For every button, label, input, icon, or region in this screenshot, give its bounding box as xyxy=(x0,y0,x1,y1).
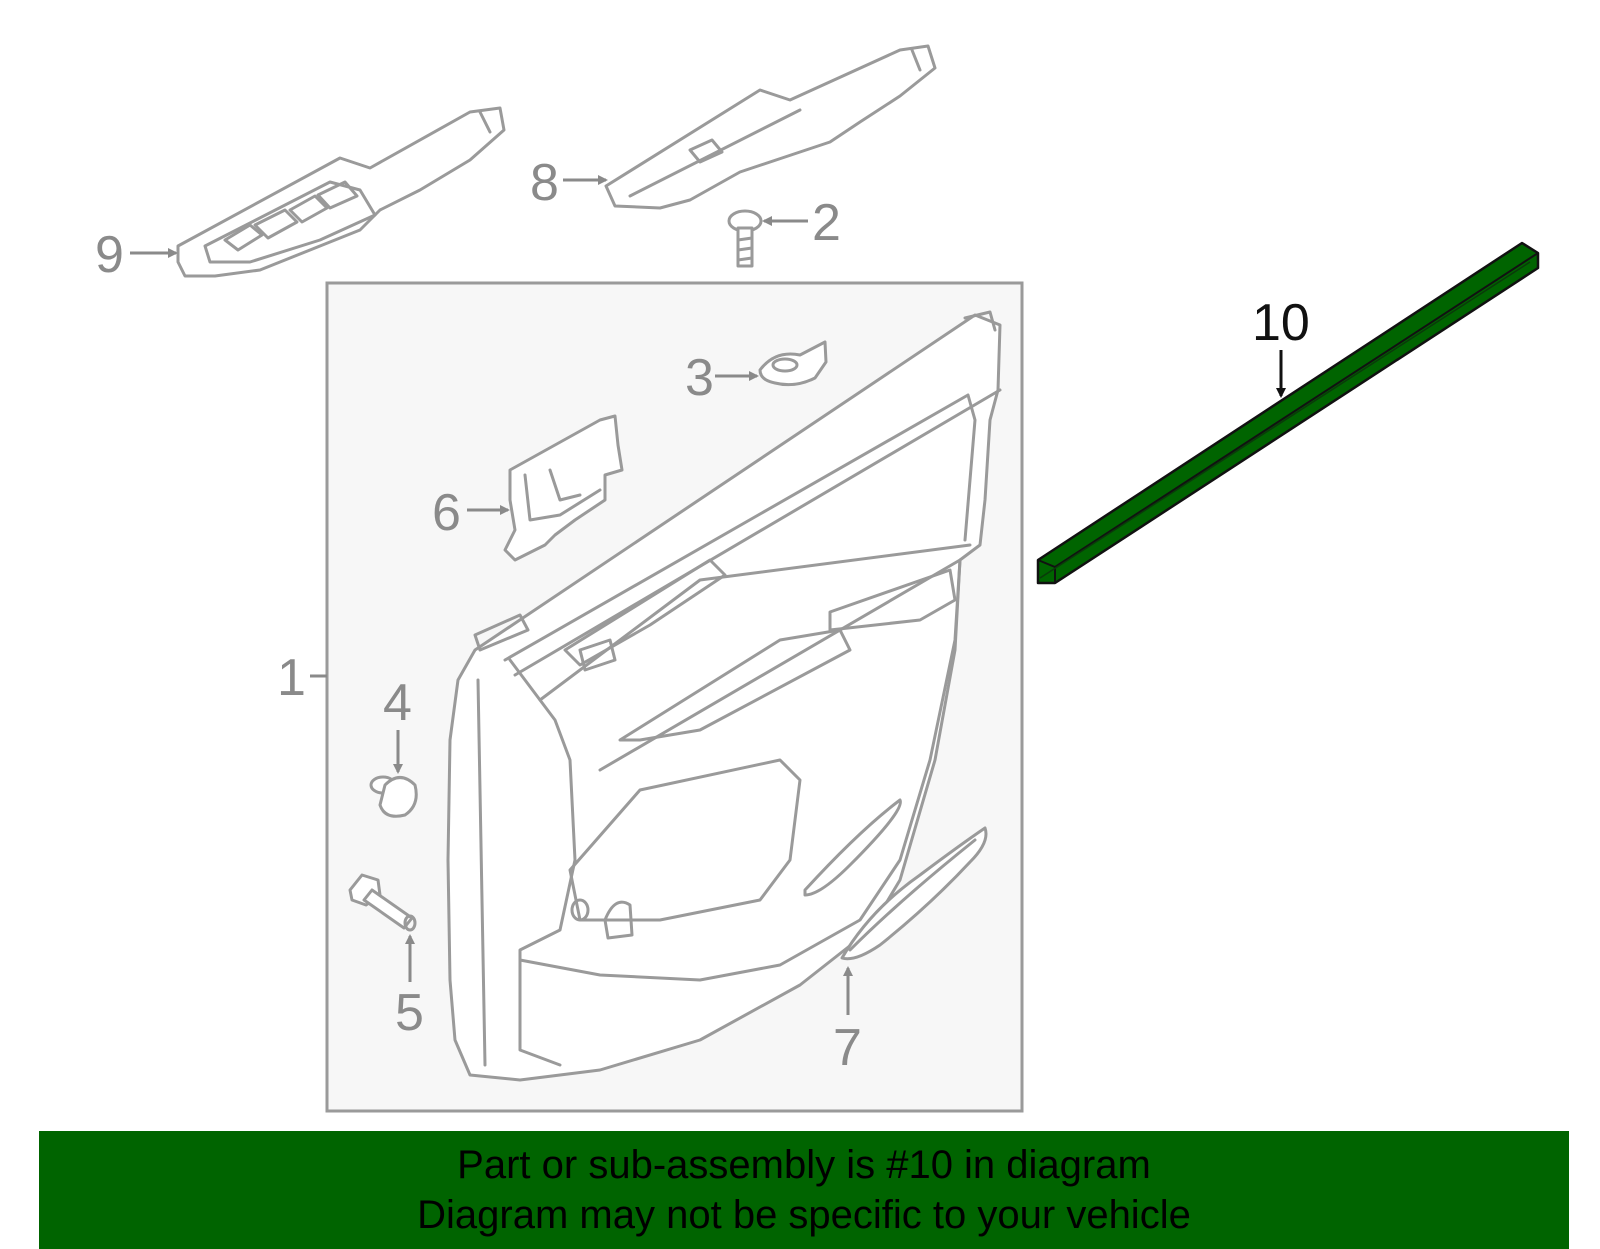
callout-10: 10 xyxy=(1252,294,1310,352)
banner-line-2: Diagram may not be specific to your vehi… xyxy=(417,1193,1191,1237)
part-6-bracket[interactable] xyxy=(503,414,624,562)
callout-3: 3 xyxy=(685,349,714,407)
part-10-weatherstrip[interactable] xyxy=(1036,241,1540,585)
callout-7: 7 xyxy=(833,1019,862,1077)
callout-9: 9 xyxy=(95,226,124,284)
part-9-switch-bezel[interactable] xyxy=(176,106,506,278)
info-banner: Part or sub-assembly is #10 in diagram D… xyxy=(39,1131,1569,1249)
part-7-cover[interactable] xyxy=(840,826,988,961)
callout-5: 5 xyxy=(395,984,424,1042)
banner-line-1: Part or sub-assembly is #10 in diagram xyxy=(457,1143,1151,1187)
callout-6: 6 xyxy=(432,484,461,542)
part-2-screw[interactable] xyxy=(727,209,763,268)
part-4-push-clip[interactable] xyxy=(369,775,418,818)
part-3-clip[interactable] xyxy=(758,340,828,387)
callout-2: 2 xyxy=(812,194,841,252)
door-trim-panel[interactable] xyxy=(446,310,1002,1082)
part-5-bolt[interactable] xyxy=(348,873,417,932)
part-8-switch-bezel[interactable] xyxy=(604,44,937,210)
callout-8: 8 xyxy=(530,154,559,212)
callout-4: 4 xyxy=(383,674,412,732)
callout-1: 1 xyxy=(277,649,306,707)
